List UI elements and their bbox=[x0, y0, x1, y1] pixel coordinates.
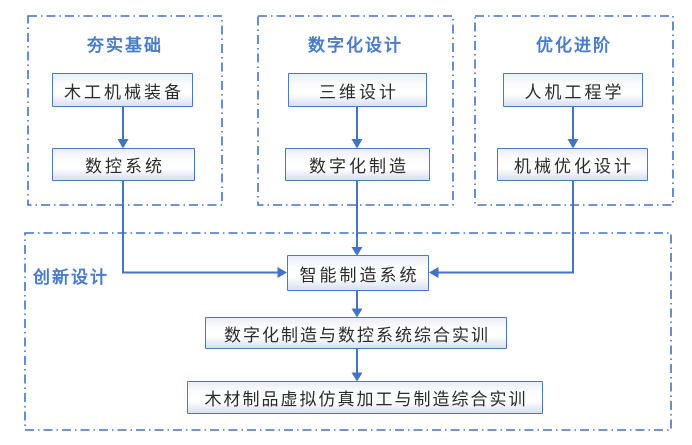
group-frame-digital-design bbox=[257, 15, 454, 206]
group-title-optimization: 优化进阶 bbox=[536, 36, 612, 55]
arrowhead-icon bbox=[351, 139, 363, 149]
node-intelligent-manufacturing: 智能制造系统 bbox=[287, 255, 429, 291]
group-frame-innovation bbox=[24, 232, 672, 431]
arrowhead-icon bbox=[351, 247, 363, 256]
node-cnc-system: 数控系统 bbox=[52, 148, 195, 181]
arrowhead-icon bbox=[429, 267, 439, 278]
group-title-foundation: 夯实基础 bbox=[87, 36, 163, 55]
node-ergonomics: 人机工程学 bbox=[503, 73, 643, 107]
node-mechanical-optimization: 机械优化设计 bbox=[497, 148, 648, 181]
group-frame-foundation bbox=[27, 15, 223, 206]
group-title-digital-design: 数字化设计 bbox=[308, 36, 403, 55]
arrowhead-icon bbox=[567, 139, 579, 149]
arrowhead-icon bbox=[351, 372, 363, 382]
arrow-cnc-to-intelligent bbox=[122, 181, 278, 274]
node-training-digital-cnc: 数字化制造与数控系统综合实训 bbox=[205, 317, 507, 349]
arrowhead-icon bbox=[277, 267, 287, 278]
arrowhead-icon bbox=[351, 308, 363, 318]
node-3d-design: 三维设计 bbox=[288, 73, 427, 107]
node-wood-machinery: 木工机械装备 bbox=[52, 73, 193, 107]
node-digital-manufacturing: 数字化制造 bbox=[285, 148, 430, 181]
node-training-virtual-simulation: 木材制品虚拟仿真加工与制造综合实训 bbox=[187, 381, 543, 414]
arrowhead-icon bbox=[117, 139, 129, 149]
arrow-mech-to-intelligent bbox=[438, 181, 574, 274]
group-title-innovation: 创新设计 bbox=[33, 268, 109, 287]
